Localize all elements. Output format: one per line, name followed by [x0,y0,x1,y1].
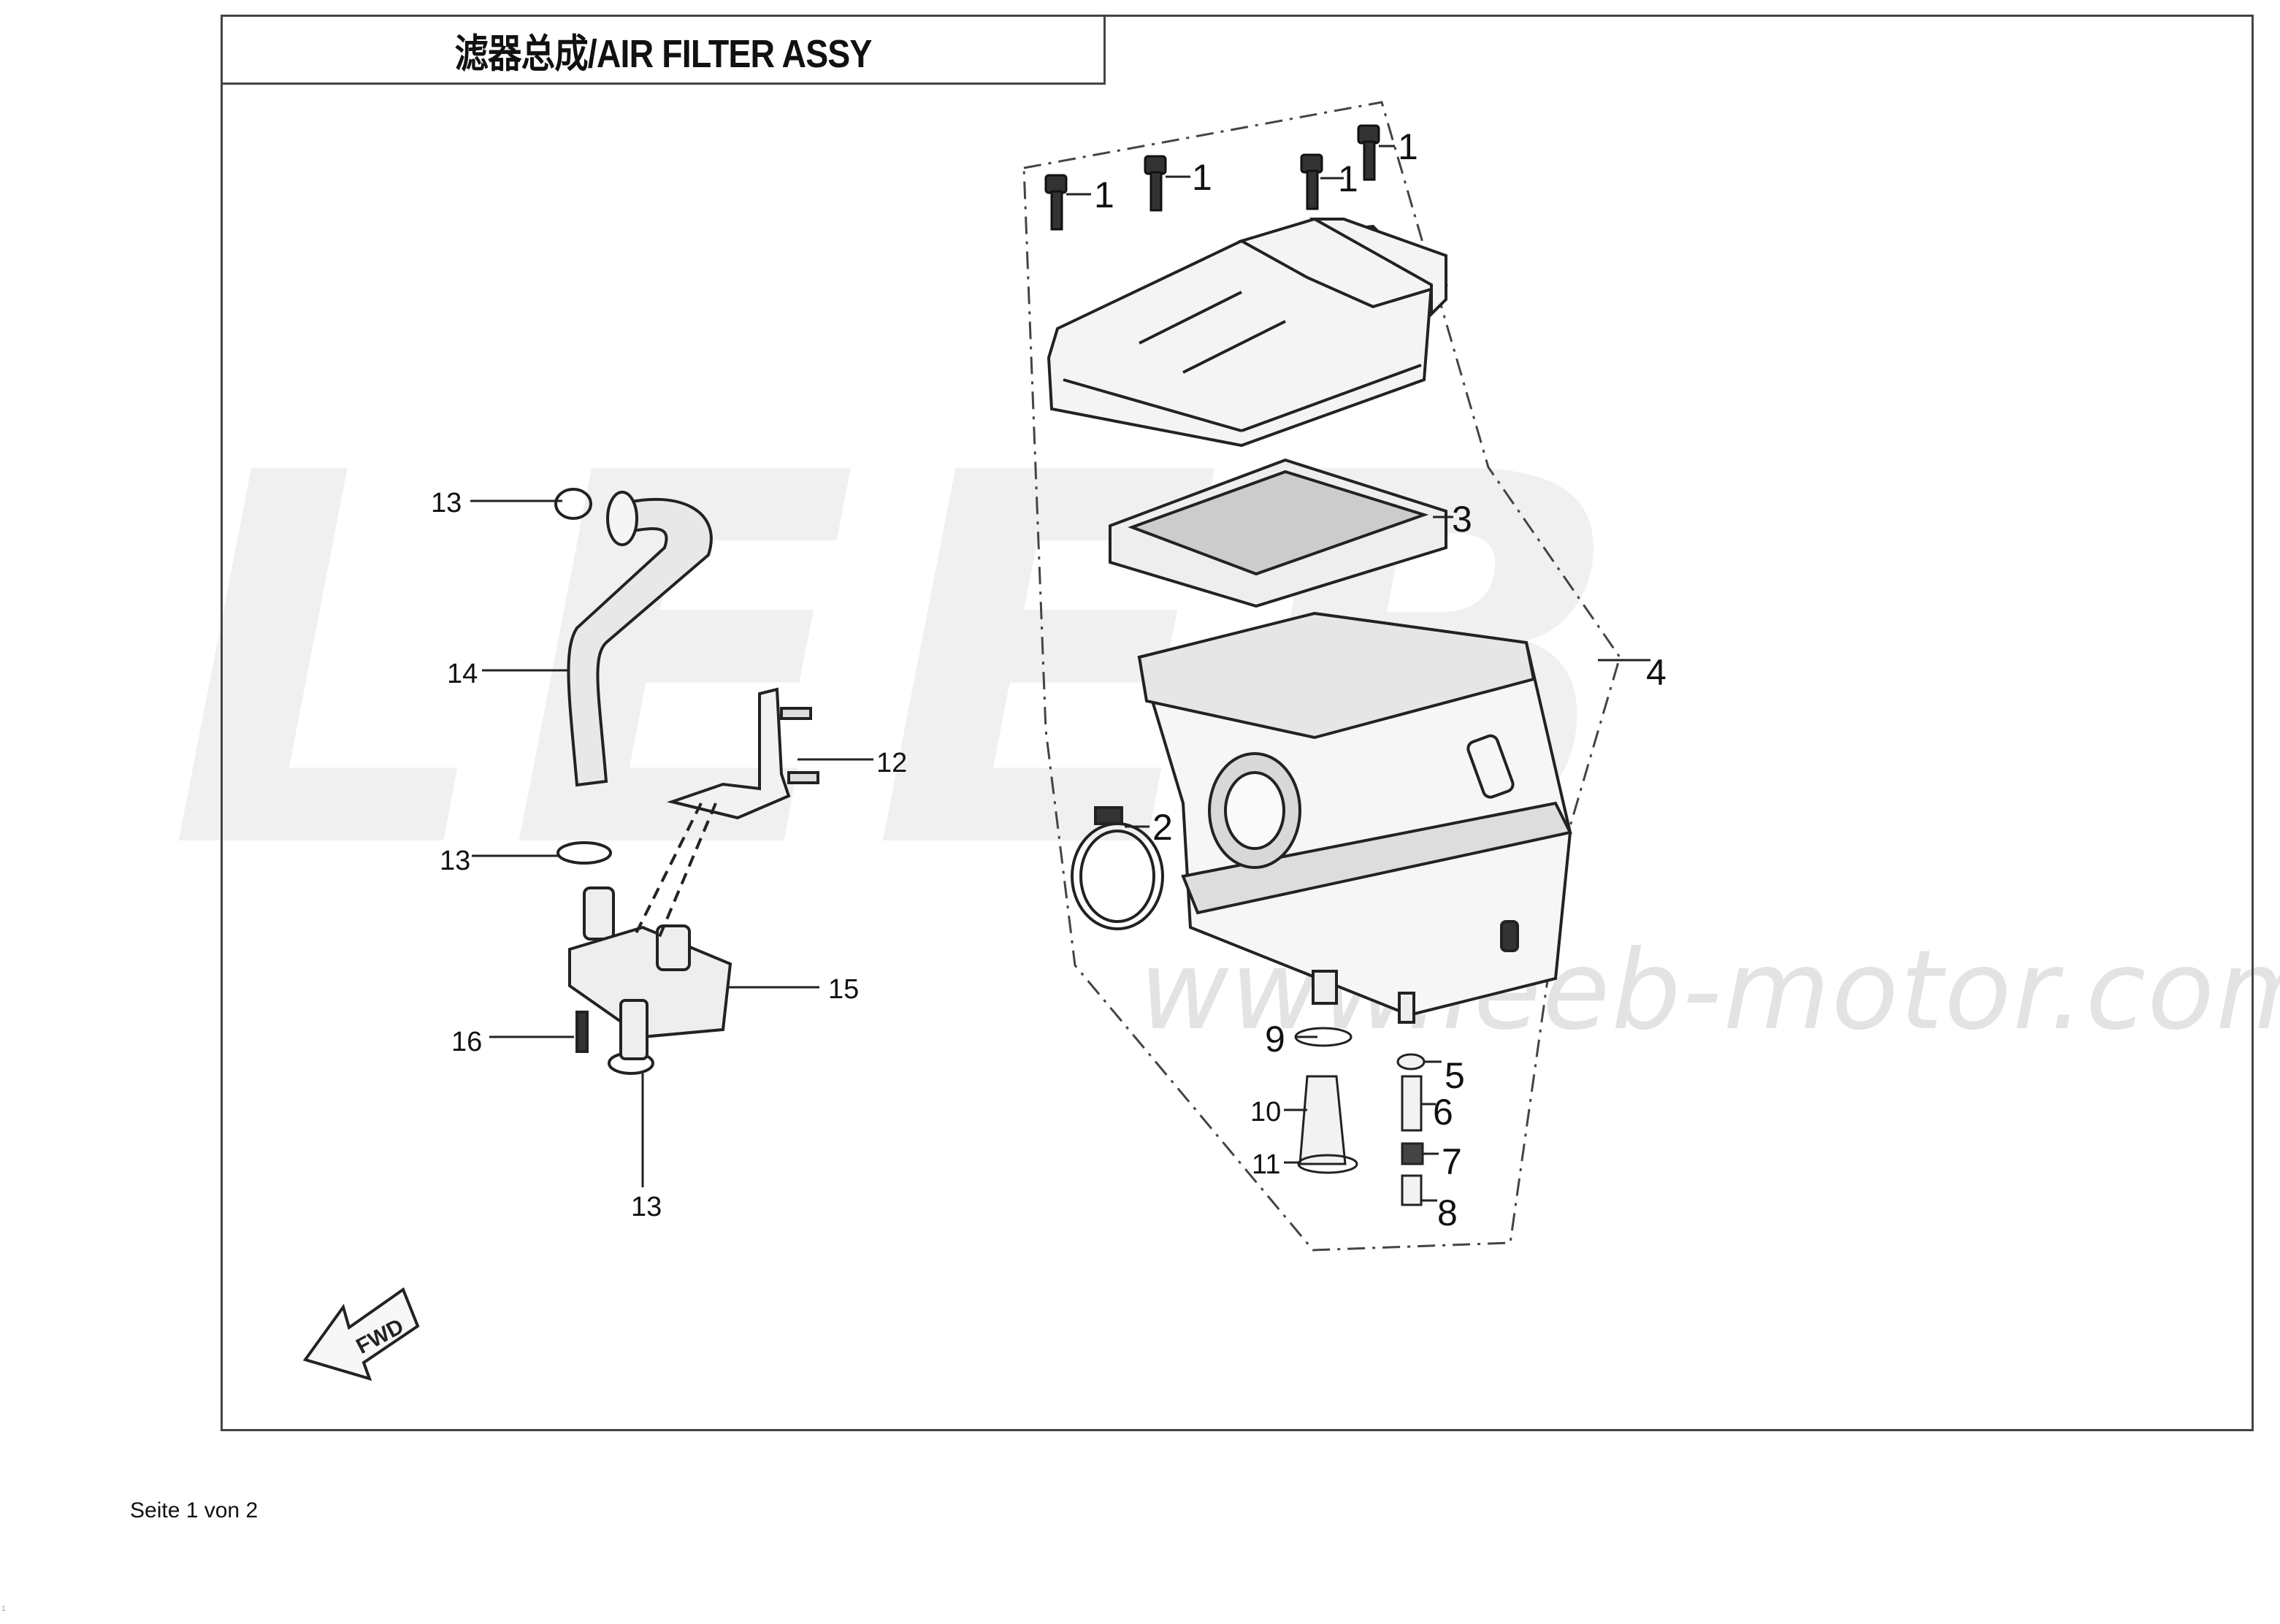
corner-mark: 1 [1,1605,6,1613]
drain-parts-icon [1294,1027,1426,1206]
valve-bracket-icon [634,687,819,943]
callout-1: 1 [1338,158,1358,199]
leader-lines [470,145,1650,1202]
airbox-housing-icon [1137,611,1572,1024]
breather-hose-icon [567,491,713,787]
page-title: 滤器总成/AIR FILTER ASSY [454,31,872,76]
air-filter-element-icon [1109,458,1447,608]
bolt-icon [1044,124,1380,231]
callout-14: 14 [447,659,478,689]
callout-7: 7 [1442,1141,1462,1182]
callout-13: 13 [440,846,471,876]
callout-13: 13 [631,1192,662,1222]
callout-15: 15 [828,974,860,1005]
callout-1: 1 [1192,157,1212,198]
callout-9: 9 [1265,1019,1285,1060]
page-footer: Seite 1 von 2 [130,1498,259,1522]
callout-11: 11 [1252,1149,1281,1180]
forward-arrow-icon: FWD [302,1287,420,1382]
callout-1: 1 [1094,175,1114,215]
hose-clamp-icon [1071,806,1164,930]
callout-2: 2 [1152,807,1173,848]
title-box: 滤器总成/AIR FILTER ASSY [221,15,1106,85]
diagram-frame [221,15,2254,1431]
air-injection-valve-icon [568,886,732,1060]
callout-13: 13 [431,488,462,518]
callout-3: 3 [1452,499,1472,540]
callout-10: 10 [1250,1097,1282,1127]
callout-16: 16 [451,1027,483,1057]
callout-8: 8 [1437,1192,1458,1233]
assembly-dashed-outline [1022,101,1621,1252]
callout-4: 4 [1646,652,1667,693]
callout-1: 1 [1398,126,1418,167]
callout-5: 5 [1445,1055,1465,1096]
callout-6: 6 [1433,1092,1453,1133]
airbox-cover-icon [1047,217,1448,448]
callout-12: 12 [876,748,908,778]
